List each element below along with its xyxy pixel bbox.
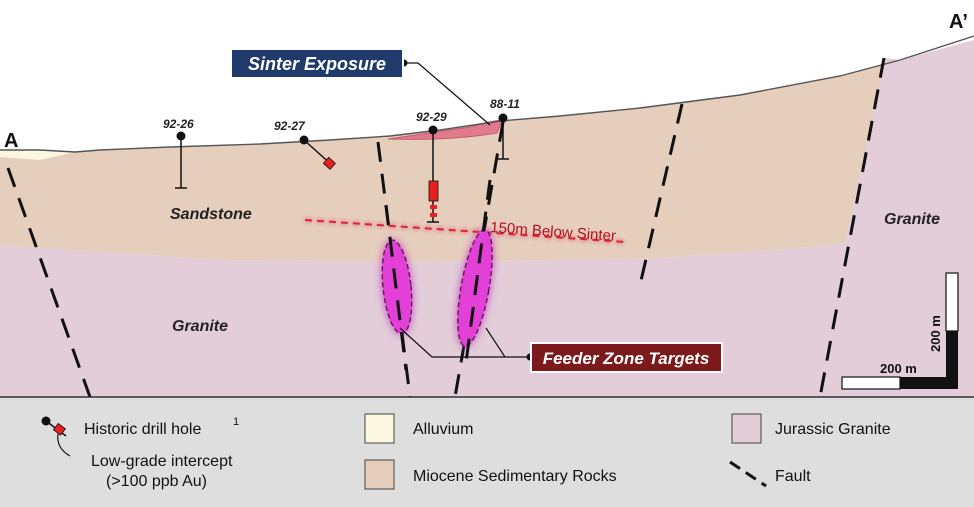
fault-line bbox=[818, 57, 886, 398]
scale-horizontal-label: 200 m bbox=[880, 361, 917, 376]
legend-granite-swatch bbox=[731, 413, 762, 444]
legend-drill-hole-footnote: 1 bbox=[233, 416, 239, 428]
legend-drill-hole-symbol bbox=[41, 416, 71, 457]
legend-intercept-threshold: (>100 ppb Au) bbox=[106, 473, 207, 490]
drill-hole-label: 92-26 bbox=[163, 117, 194, 131]
fault-line bbox=[6, 167, 92, 398]
granite-right-wedge bbox=[845, 40, 974, 243]
legend-miocene-label: Miocene Sedimentary Rocks bbox=[413, 468, 617, 485]
drill-hole-92-27: 92-27 bbox=[274, 119, 336, 170]
legend-granite-label: Jurassic Granite bbox=[775, 421, 891, 438]
sinter-exposure bbox=[387, 119, 503, 140]
sinter-exposure-callout bbox=[230, 48, 404, 79]
legend-alluvium-swatch bbox=[364, 413, 395, 444]
scale-vertical-label: 200 m bbox=[928, 315, 943, 352]
legend-fault-symbol bbox=[729, 460, 767, 488]
drill-hole-label: 88-11 bbox=[490, 97, 520, 111]
drill-hole-92-29: 92-29 bbox=[416, 110, 447, 223]
legend: Historic drill hole 1 Low-grade intercep… bbox=[0, 396, 974, 507]
feeder-zone-callout bbox=[530, 342, 723, 373]
drill-hole-88-11: 88-11 bbox=[490, 97, 520, 160]
granite-unit bbox=[0, 226, 974, 397]
legend-alluvium-label: Alluvium bbox=[413, 421, 473, 438]
section-endpoint-a-prime: A’ bbox=[949, 11, 968, 33]
feeder-zone-label: Feeder Zone Targets bbox=[543, 349, 710, 368]
miocene-sedimentary-unit bbox=[0, 40, 974, 262]
drill-hole-label: 92-27 bbox=[274, 119, 306, 133]
alluvium-unit bbox=[0, 150, 75, 160]
sandstone-label: Sandstone bbox=[170, 206, 252, 223]
section-endpoint-a: A bbox=[4, 130, 18, 152]
below-sinter-line bbox=[304, 219, 626, 243]
feeder-leader-line bbox=[485, 327, 506, 358]
legend-miocene-swatch bbox=[364, 459, 395, 490]
sinter-leader-line bbox=[404, 62, 491, 126]
drill-hole-label: 92-29 bbox=[416, 110, 447, 124]
feeder-leader-line bbox=[399, 327, 530, 358]
scale-bar: 200 m 200 m bbox=[841, 272, 959, 390]
granite-label-left: Granite bbox=[172, 318, 228, 335]
legend-drill-hole-label: Historic drill hole bbox=[84, 421, 201, 438]
topographic-surface bbox=[0, 35, 974, 153]
sinter-exposure-label: Sinter Exposure bbox=[248, 54, 386, 74]
drill-hole-92-26: 92-26 bbox=[163, 117, 194, 189]
legend-intercept-label: Low-grade intercept bbox=[91, 453, 233, 470]
granite-label-right: Granite bbox=[884, 211, 940, 228]
legend-fault-label: Fault bbox=[775, 468, 811, 485]
